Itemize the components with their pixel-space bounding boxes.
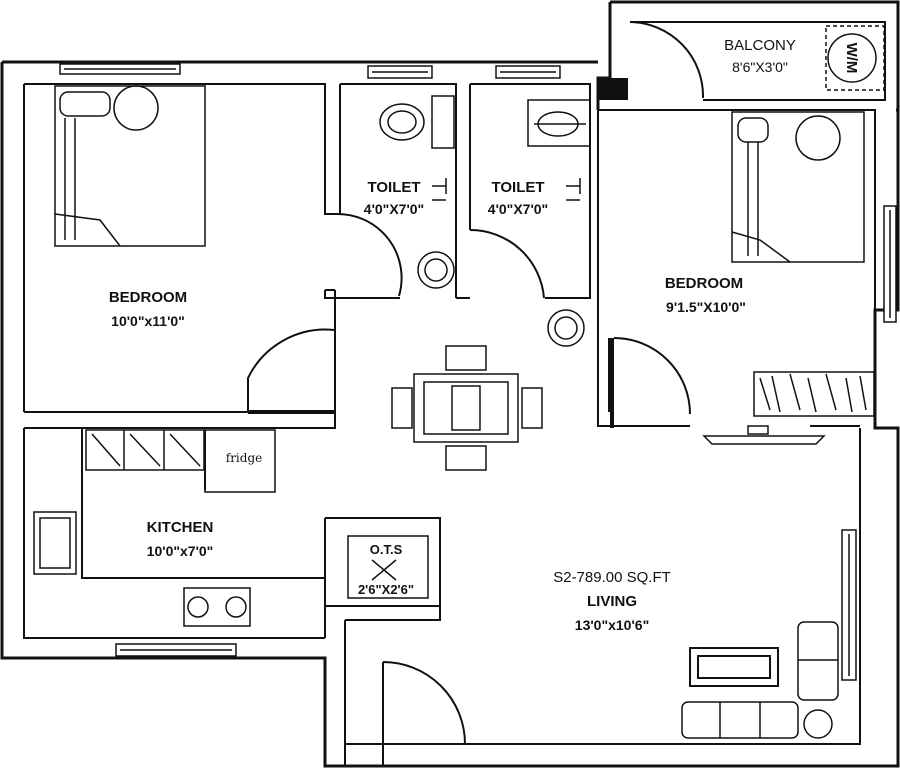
washing-machine bbox=[825, 25, 885, 91]
wall-strip-b bbox=[610, 338, 614, 428]
wc-left bbox=[379, 95, 455, 149]
living-name: LIVING bbox=[587, 593, 637, 610]
area-text: S2-789.00 SQ.FT bbox=[553, 569, 671, 586]
living-size: 13'0"x10'6" bbox=[575, 617, 649, 633]
stove bbox=[183, 587, 251, 627]
shower-fixtures bbox=[432, 178, 581, 201]
bedroom-left-name: BEDROOM bbox=[109, 289, 187, 306]
wc-right bbox=[527, 99, 591, 147]
washbasins bbox=[417, 251, 585, 347]
toilet-left-size: 4'0"X7'0" bbox=[364, 201, 424, 217]
balcony-size: 8'6"X3'0" bbox=[732, 59, 788, 75]
ots-shaft bbox=[347, 535, 429, 599]
bedroom-right-name: BEDROOM bbox=[665, 275, 743, 292]
rug bbox=[689, 647, 779, 687]
washing-machine-label: W/M bbox=[843, 43, 860, 74]
fridge bbox=[204, 429, 276, 493]
ots-size: 2'6"X2'6" bbox=[358, 582, 414, 597]
fridge-label: fridge bbox=[226, 451, 262, 465]
bedroom-right-size: 9'1.5"X10'0" bbox=[666, 299, 746, 315]
ots-name: O.T.S bbox=[370, 542, 403, 557]
windows bbox=[59, 63, 897, 681]
balcony-name: BALCONY bbox=[724, 37, 796, 54]
kitchen-cabinets bbox=[85, 429, 205, 471]
tv-unit bbox=[702, 425, 826, 445]
wardrobe bbox=[753, 371, 875, 417]
kitchen-size: 10'0"x7'0" bbox=[147, 543, 214, 559]
kitchen-name: KITCHEN bbox=[147, 519, 214, 536]
wall-strip-a bbox=[598, 78, 628, 100]
doors bbox=[247, 21, 705, 766]
sofa bbox=[681, 621, 839, 739]
bed-right bbox=[731, 111, 865, 263]
bed-left bbox=[54, 85, 206, 247]
toilet-left-name: TOILET bbox=[367, 179, 420, 196]
dining-table bbox=[391, 345, 543, 471]
toilet-right-size: 4'0"X7'0" bbox=[488, 201, 548, 217]
toilet-right-name: TOILET bbox=[491, 179, 544, 196]
kitchen-sink bbox=[33, 511, 77, 575]
bedroom-left-size: 10'0"x11'0" bbox=[111, 313, 185, 329]
